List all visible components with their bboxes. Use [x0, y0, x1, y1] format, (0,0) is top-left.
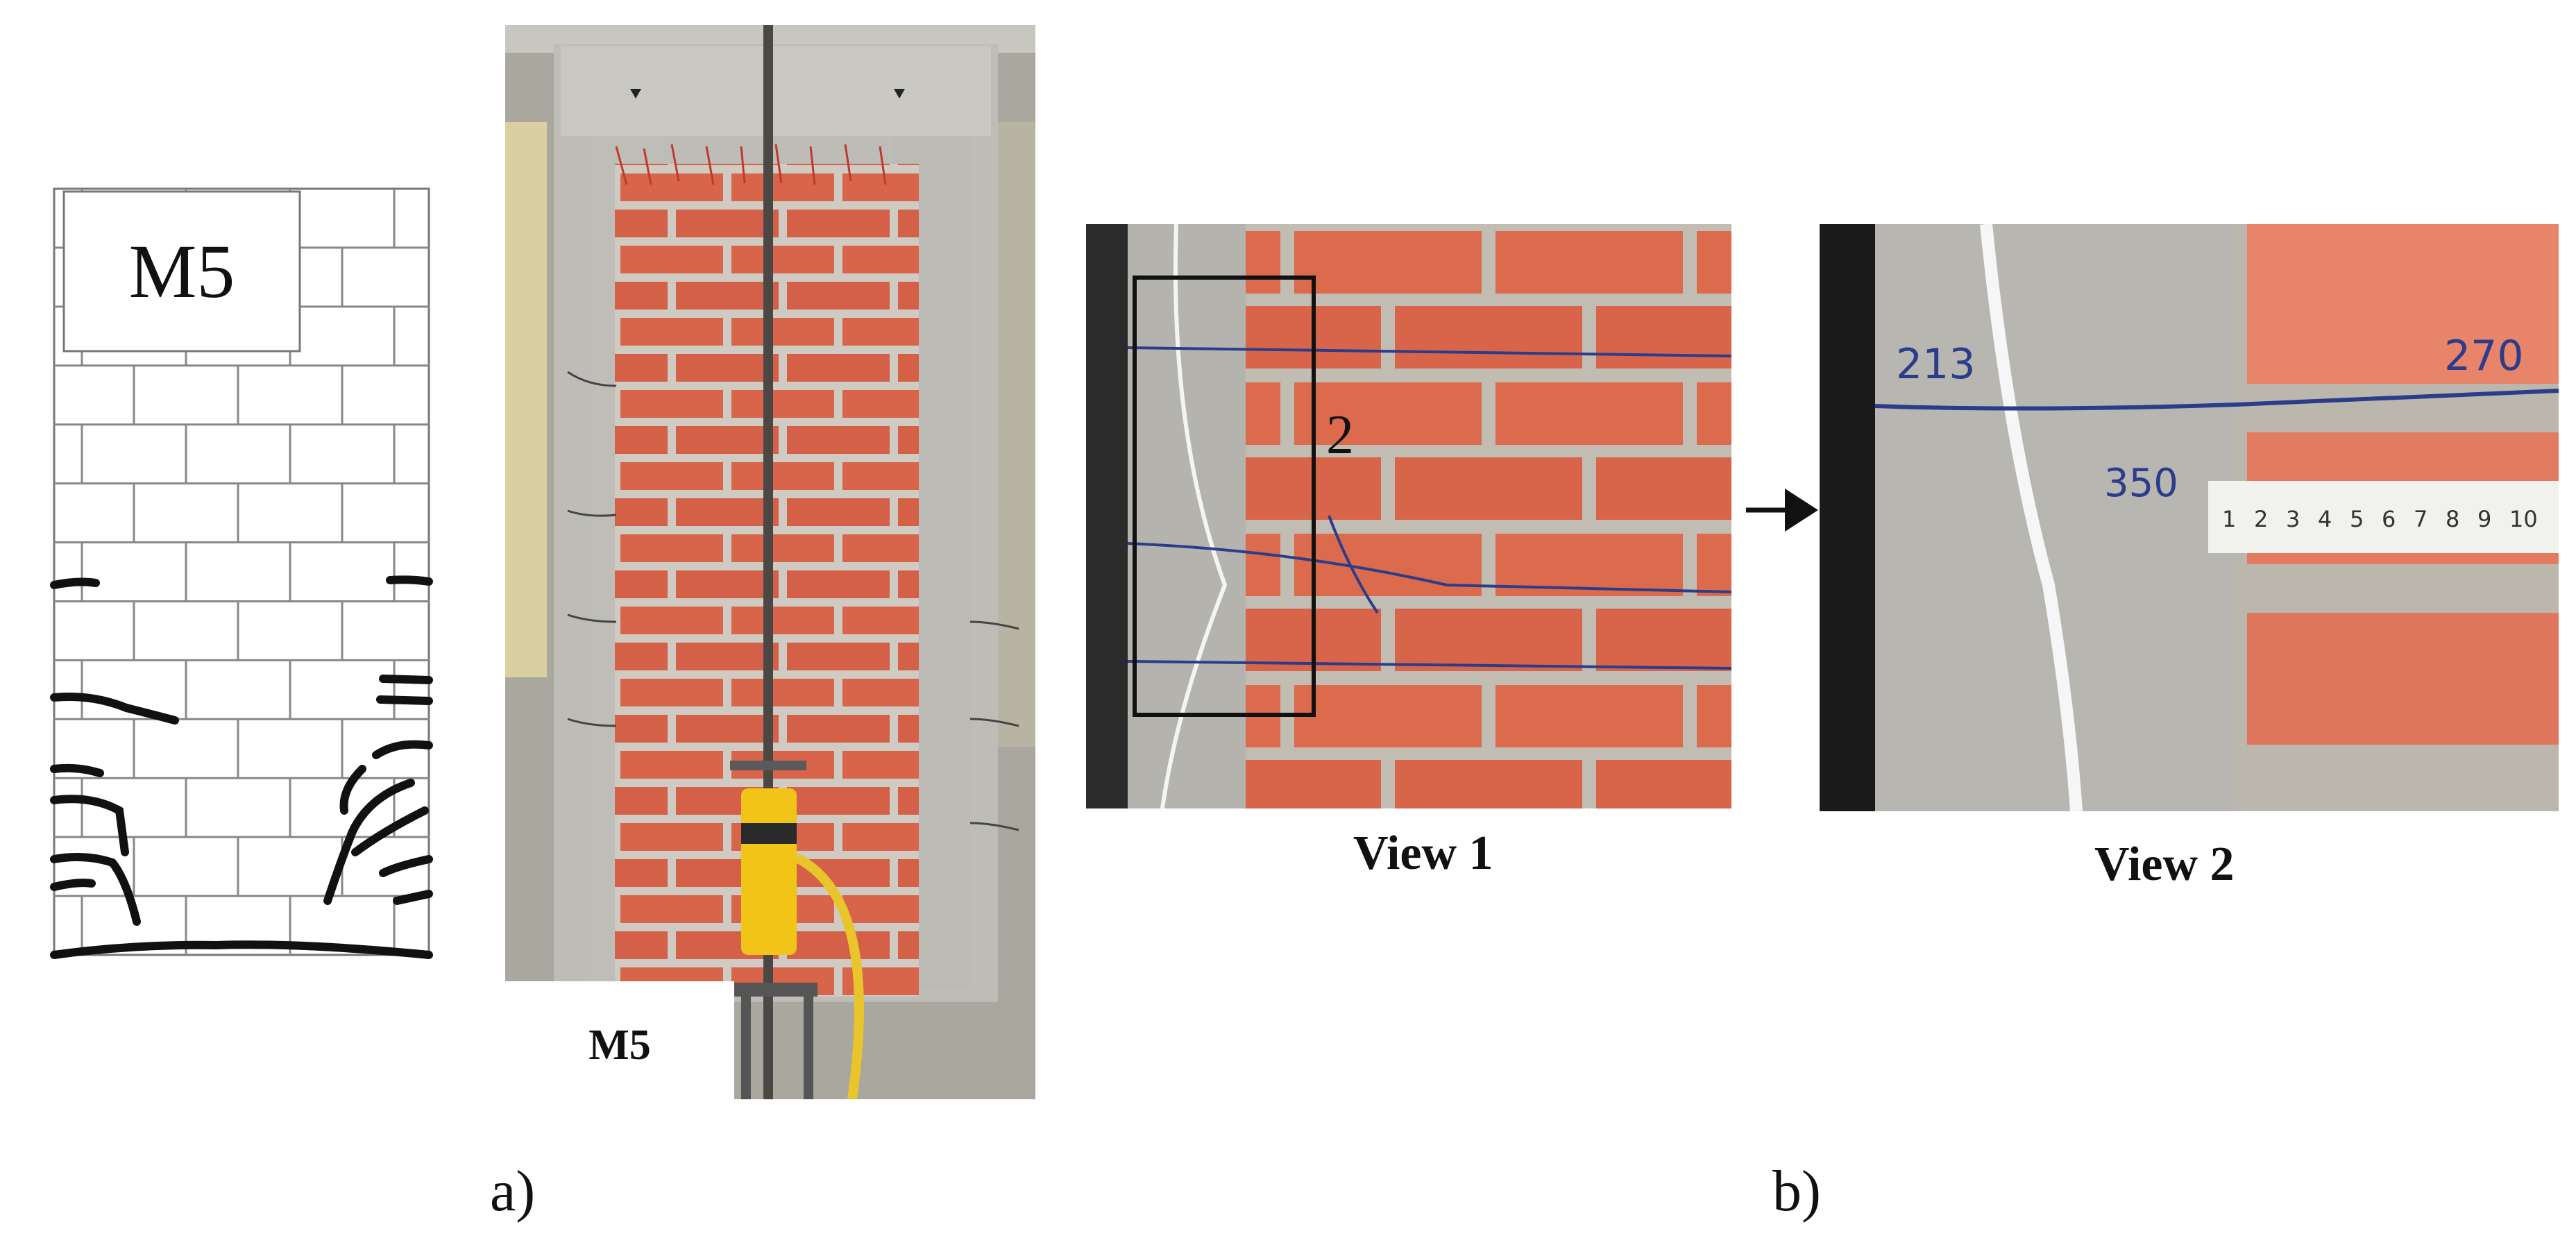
view-1-photo: 2	[1086, 224, 1731, 808]
panel-a-label: a)	[490, 1159, 536, 1223]
annotation-213: 213	[1896, 340, 1976, 389]
detail-marker: 2	[1326, 405, 1354, 466]
view-1-caption: View 1	[1353, 827, 1493, 880]
ruler-mark: 3	[2286, 506, 2300, 532]
ruler-mark: 4	[2318, 506, 2332, 532]
ruler-mark: 8	[2446, 506, 2459, 532]
ruler-mark: 1	[2222, 506, 2236, 532]
crack-pattern-sketch: M5	[50, 186, 439, 963]
arrow-right-icon	[1743, 486, 1820, 534]
ruler-mark: 2	[2254, 506, 2268, 532]
wall-test-photo: M5	[505, 25, 1035, 1099]
photo-label: M5	[588, 1022, 651, 1069]
ruler-mark: 7	[2414, 506, 2427, 532]
sketch-label: M5	[129, 229, 235, 314]
ruler-mark: 10	[2509, 506, 2538, 532]
panel-b-label: b)	[1772, 1159, 1821, 1223]
annotation-270: 270	[2444, 332, 2524, 380]
annotation-350: 350	[2104, 461, 2178, 506]
ruler-mark: 9	[2477, 506, 2491, 532]
ruler-mark: 5	[2350, 506, 2364, 532]
view-2-caption: View 2	[2094, 838, 2235, 891]
ruler-mark: 6	[2382, 506, 2396, 532]
